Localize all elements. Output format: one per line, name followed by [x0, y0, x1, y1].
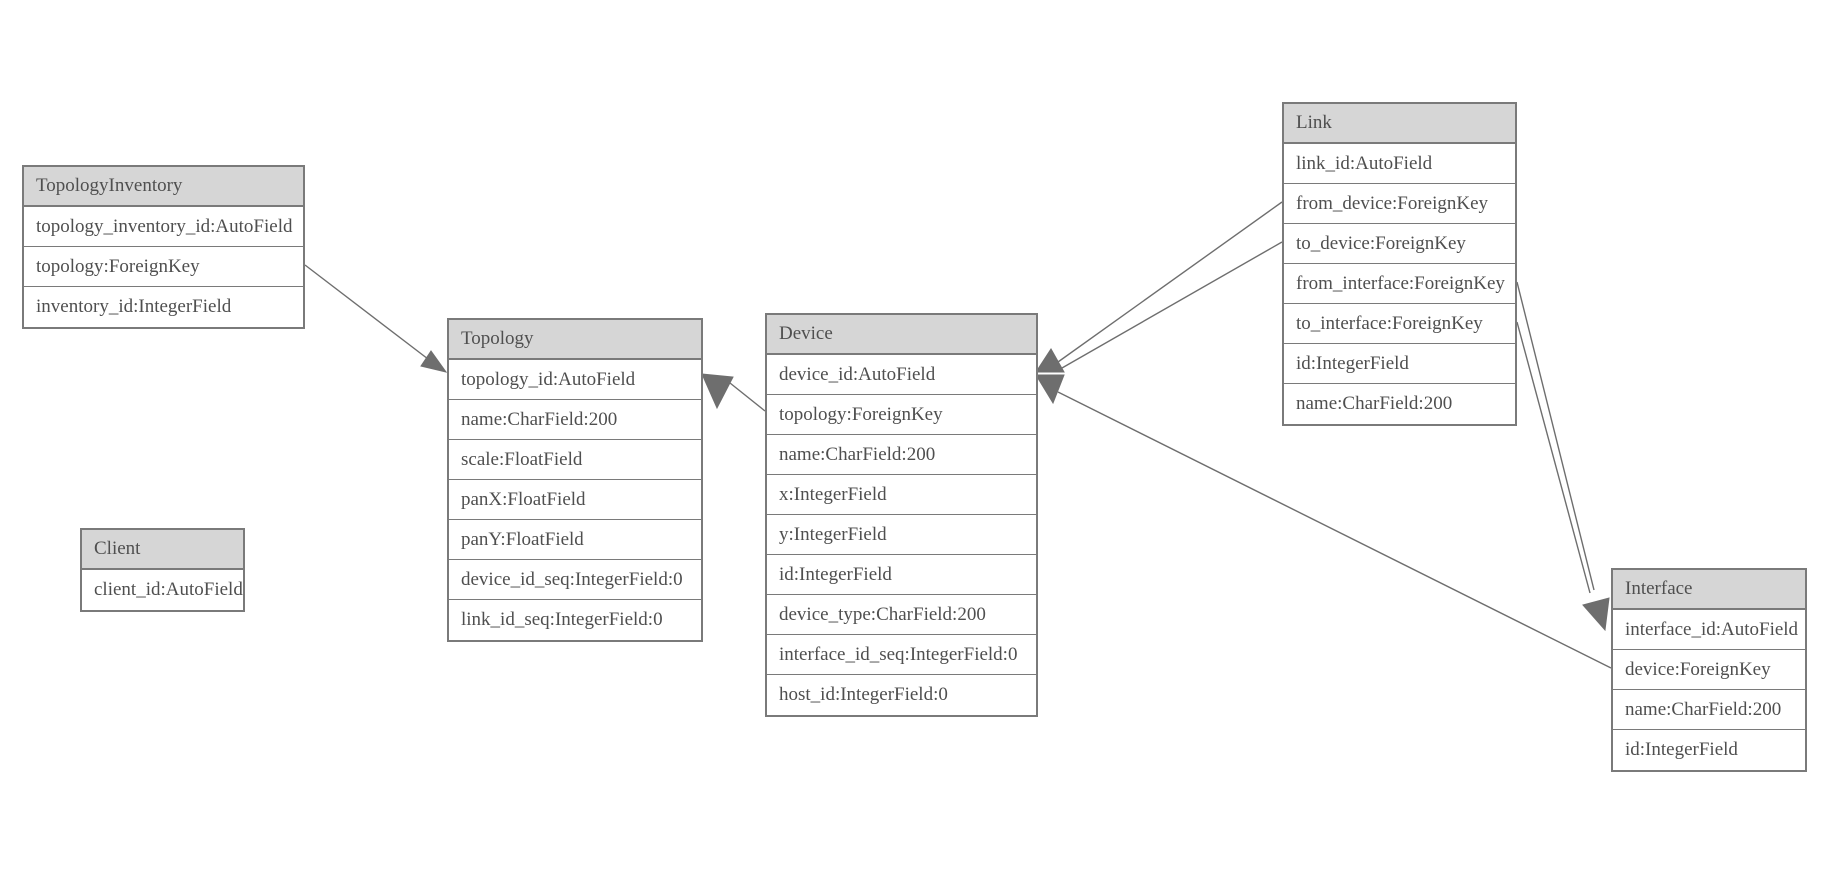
field-row: device_id:AutoField	[767, 355, 1036, 395]
entity-device-title: Device	[767, 315, 1036, 355]
field-row: name:CharField:200	[449, 400, 701, 440]
field-row: client_id:AutoField	[94, 579, 243, 600]
arrowhead-link-device	[1035, 348, 1065, 373]
field-row: topology_id:AutoField	[449, 360, 701, 400]
arrowhead-interface-device	[1035, 374, 1065, 405]
arrowhead-link-interface	[1582, 597, 1610, 632]
edge-link-to-device	[1061, 241, 1283, 369]
field-row: scale:FloatField	[449, 440, 701, 480]
edge-link-from-interface	[1516, 281, 1595, 591]
entity-interface-title: Interface	[1613, 570, 1805, 610]
field-row: interface_id:AutoField	[1613, 610, 1805, 650]
field-row: link_id:AutoField	[1284, 144, 1515, 184]
entity-topology-title: Topology	[449, 320, 701, 360]
edge-interface-device	[1057, 391, 1612, 669]
entity-client-title: Client	[82, 530, 243, 570]
entity-topologyinventory: TopologyInventory topology_inventory_id:…	[22, 165, 305, 329]
entity-topologyinventory-title: TopologyInventory	[24, 167, 303, 207]
field-row: topology_inventory_id:AutoField	[24, 207, 303, 247]
entity-link-title: Link	[1284, 104, 1515, 144]
field-row: id:IntegerField	[767, 555, 1036, 595]
field-row: name:CharField:200	[1296, 393, 1453, 414]
arrowhead-topologyinventory-topology	[420, 350, 448, 373]
field-row: panX:FloatField	[449, 480, 701, 520]
arrowhead-device-topology	[701, 373, 734, 410]
field-row: device_type:CharField:200	[767, 595, 1036, 635]
field-row: to_device:ForeignKey	[1284, 224, 1515, 264]
entity-client: Client client_id:AutoField	[80, 528, 245, 612]
field-row: interface_id_seq:IntegerField:0	[767, 635, 1036, 675]
field-row: name:CharField:200	[767, 435, 1036, 475]
field-row: topology:ForeignKey	[24, 247, 303, 287]
field-row: y:IntegerField	[767, 515, 1036, 555]
edge-topologyinventory-topology	[304, 264, 429, 360]
field-row: to_interface:ForeignKey	[1284, 304, 1515, 344]
field-row: name:CharField:200	[1613, 690, 1805, 730]
field-row: device:ForeignKey	[1613, 650, 1805, 690]
field-row: device_id_seq:IntegerField:0	[449, 560, 701, 600]
field-row: id:IntegerField	[1625, 739, 1738, 760]
field-row: inventory_id:IntegerField	[36, 296, 232, 317]
entity-client-fields: client_id:AutoField	[82, 570, 243, 610]
field-row: from_device:ForeignKey	[1284, 184, 1515, 224]
field-row: host_id:IntegerField:0	[779, 684, 948, 705]
field-row: id:IntegerField	[1284, 344, 1515, 384]
edge-device-topology	[729, 382, 766, 412]
field-row: panY:FloatField	[449, 520, 701, 560]
field-row: link_id_seq:IntegerField:0	[461, 609, 663, 630]
field-row: from_interface:ForeignKey	[1284, 264, 1515, 304]
edge-link-to-interface	[1516, 321, 1591, 594]
field-row: topology:ForeignKey	[767, 395, 1036, 435]
edge-link-from-device	[1057, 201, 1283, 363]
field-row: x:IntegerField	[767, 475, 1036, 515]
